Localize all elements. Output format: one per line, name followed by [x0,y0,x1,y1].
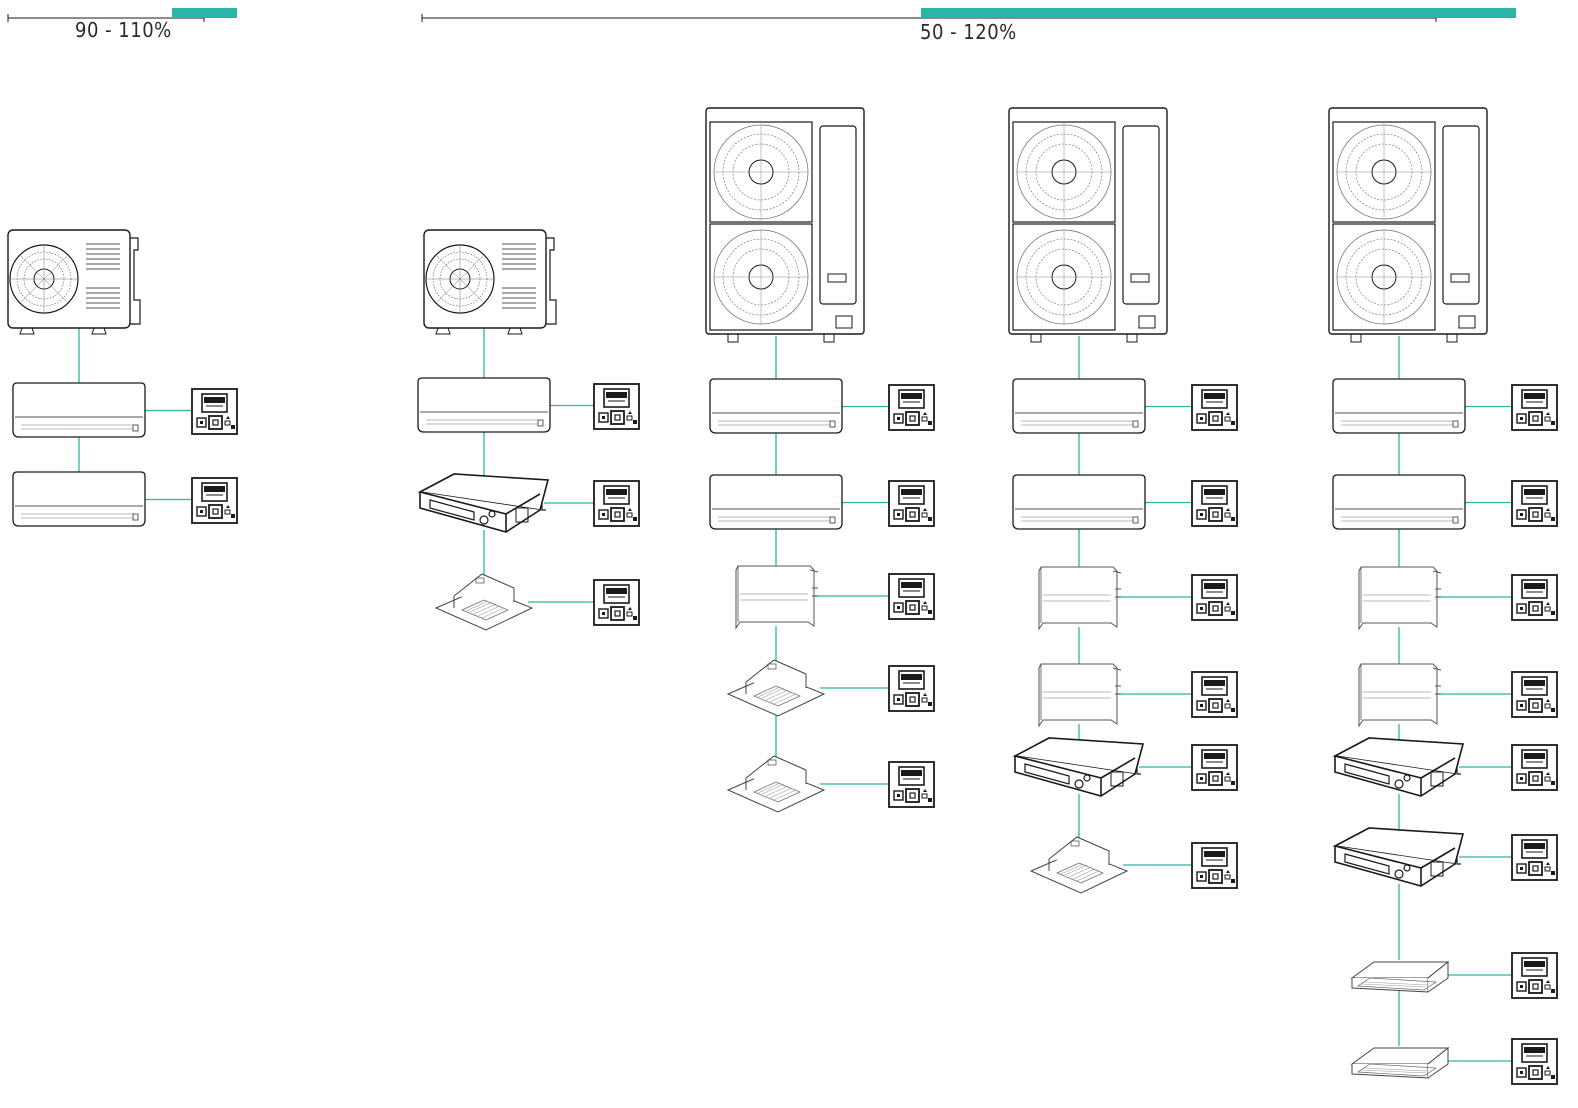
remote-controller-icon [192,389,237,434]
outdoor-unit-large [1009,108,1167,342]
remote-controller-icon [1512,745,1557,790]
remote-controller-icon [1192,672,1237,717]
indoor-unit-floor [1359,567,1441,629]
remote-controller-icon [1512,1039,1557,1084]
indoor-unit-cassette [728,756,824,812]
remote-controller-icon [1512,481,1557,526]
remote-controller-icon [889,574,934,619]
remote-controller-icon [889,481,934,526]
remote-controller-icon [1512,575,1557,620]
range-highlight-small [172,8,237,18]
remote-controller-icon [889,762,934,807]
remote-controller-icon [889,666,934,711]
indoor-unit-ceiling [1352,962,1448,992]
indoor-unit-ceiling [1352,1048,1448,1078]
indoor-unit-wall [1333,379,1465,433]
range-bar-small [8,8,237,22]
indoor-unit-cassette [728,660,824,716]
remote-controller-icon [1512,385,1557,430]
indoor-unit-wall [13,472,145,526]
remote-controller-icon [1512,953,1557,998]
indoor-unit-wall [1013,379,1145,433]
remote-controller-icon [1512,835,1557,880]
remote-controller-icon [1192,481,1237,526]
range-bar-large [422,8,1516,22]
indoor-unit-cassette [436,574,532,630]
indoor-unit-floor [1359,664,1441,726]
remote-controller-icon [1192,843,1237,888]
indoor-unit-floor [736,566,818,628]
remote-controller-icon [192,478,237,523]
outdoor-unit-large [1329,108,1487,342]
outdoor-unit-compact [424,230,556,334]
units [8,108,1557,1084]
remote-controller-icon [1512,672,1557,717]
indoor-unit-floor [1039,664,1121,726]
indoor-unit-duct [1335,828,1463,886]
indoor-unit-duct [1335,738,1463,796]
indoor-unit-wall [418,378,550,432]
indoor-unit-duct [420,474,548,532]
range-highlight-large [921,8,1516,18]
remote-controller-icon [1192,745,1237,790]
indoor-unit-wall [710,379,842,433]
indoor-unit-duct [1015,738,1143,796]
indoor-unit-wall [1013,475,1145,529]
remote-controller-icon [889,385,934,430]
indoor-unit-wall [13,383,145,437]
indoor-unit-cassette [1031,837,1127,893]
indoor-unit-wall [710,475,842,529]
remote-controller-icon [594,580,639,625]
indoor-unit-floor [1039,567,1121,629]
remote-controller-icon [1192,575,1237,620]
remote-controller-icon [594,481,639,526]
outdoor-unit-compact [8,230,140,334]
indoor-unit-wall [1333,475,1465,529]
outdoor-unit-large [706,108,864,342]
remote-controller-icon [1192,385,1237,430]
remote-controller-icon [594,384,639,429]
